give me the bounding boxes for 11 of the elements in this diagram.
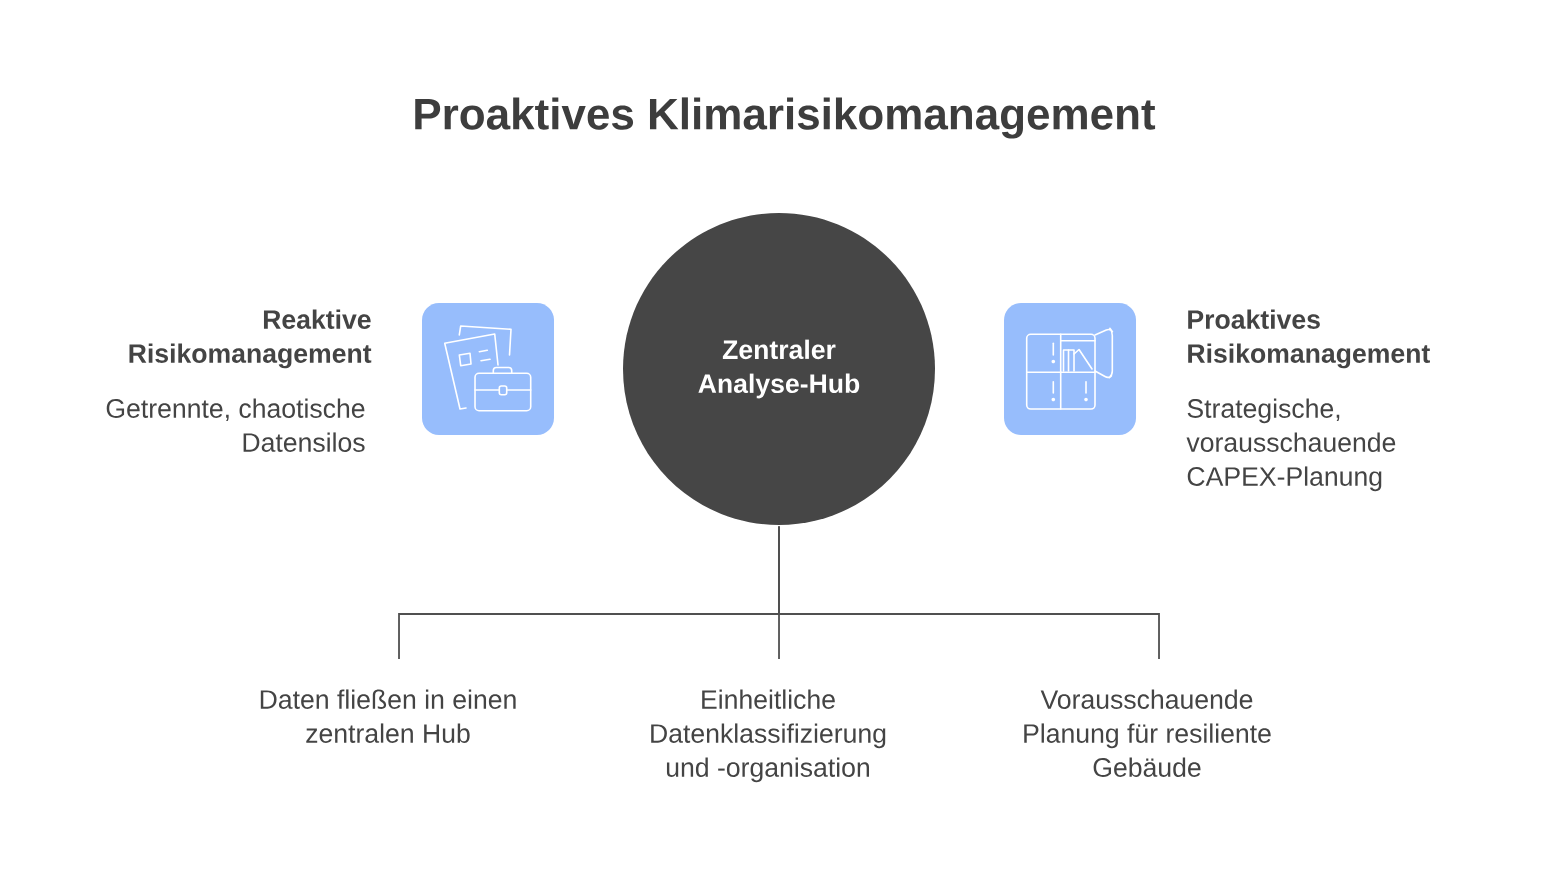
side-description: Strategische, vorausschauende CAPEX-Planung: [1186, 398, 1396, 492]
connector-line: [778, 525, 1160, 660]
branch-text: Daten fließen in einen zentralen Hub: [260, 689, 516, 743]
cabinet-icon: [1004, 303, 1136, 435]
side-description: Getrennte, chaotische Datensilos: [106, 398, 365, 452]
branch-text: Vorausschauende Planung für resiliente Gebäude: [1024, 689, 1271, 777]
side-heading: Reaktive Risikomanagement: [129, 309, 372, 369]
title: Proaktives Klimarisikomanagement: [415, 97, 1156, 139]
branch-text: Einheitliche Datenklassifizierung und -organisation: [651, 689, 886, 783]
side-heading: Proaktives Risikomanagement: [1188, 309, 1430, 369]
documents-briefcase-icon: [422, 303, 554, 435]
